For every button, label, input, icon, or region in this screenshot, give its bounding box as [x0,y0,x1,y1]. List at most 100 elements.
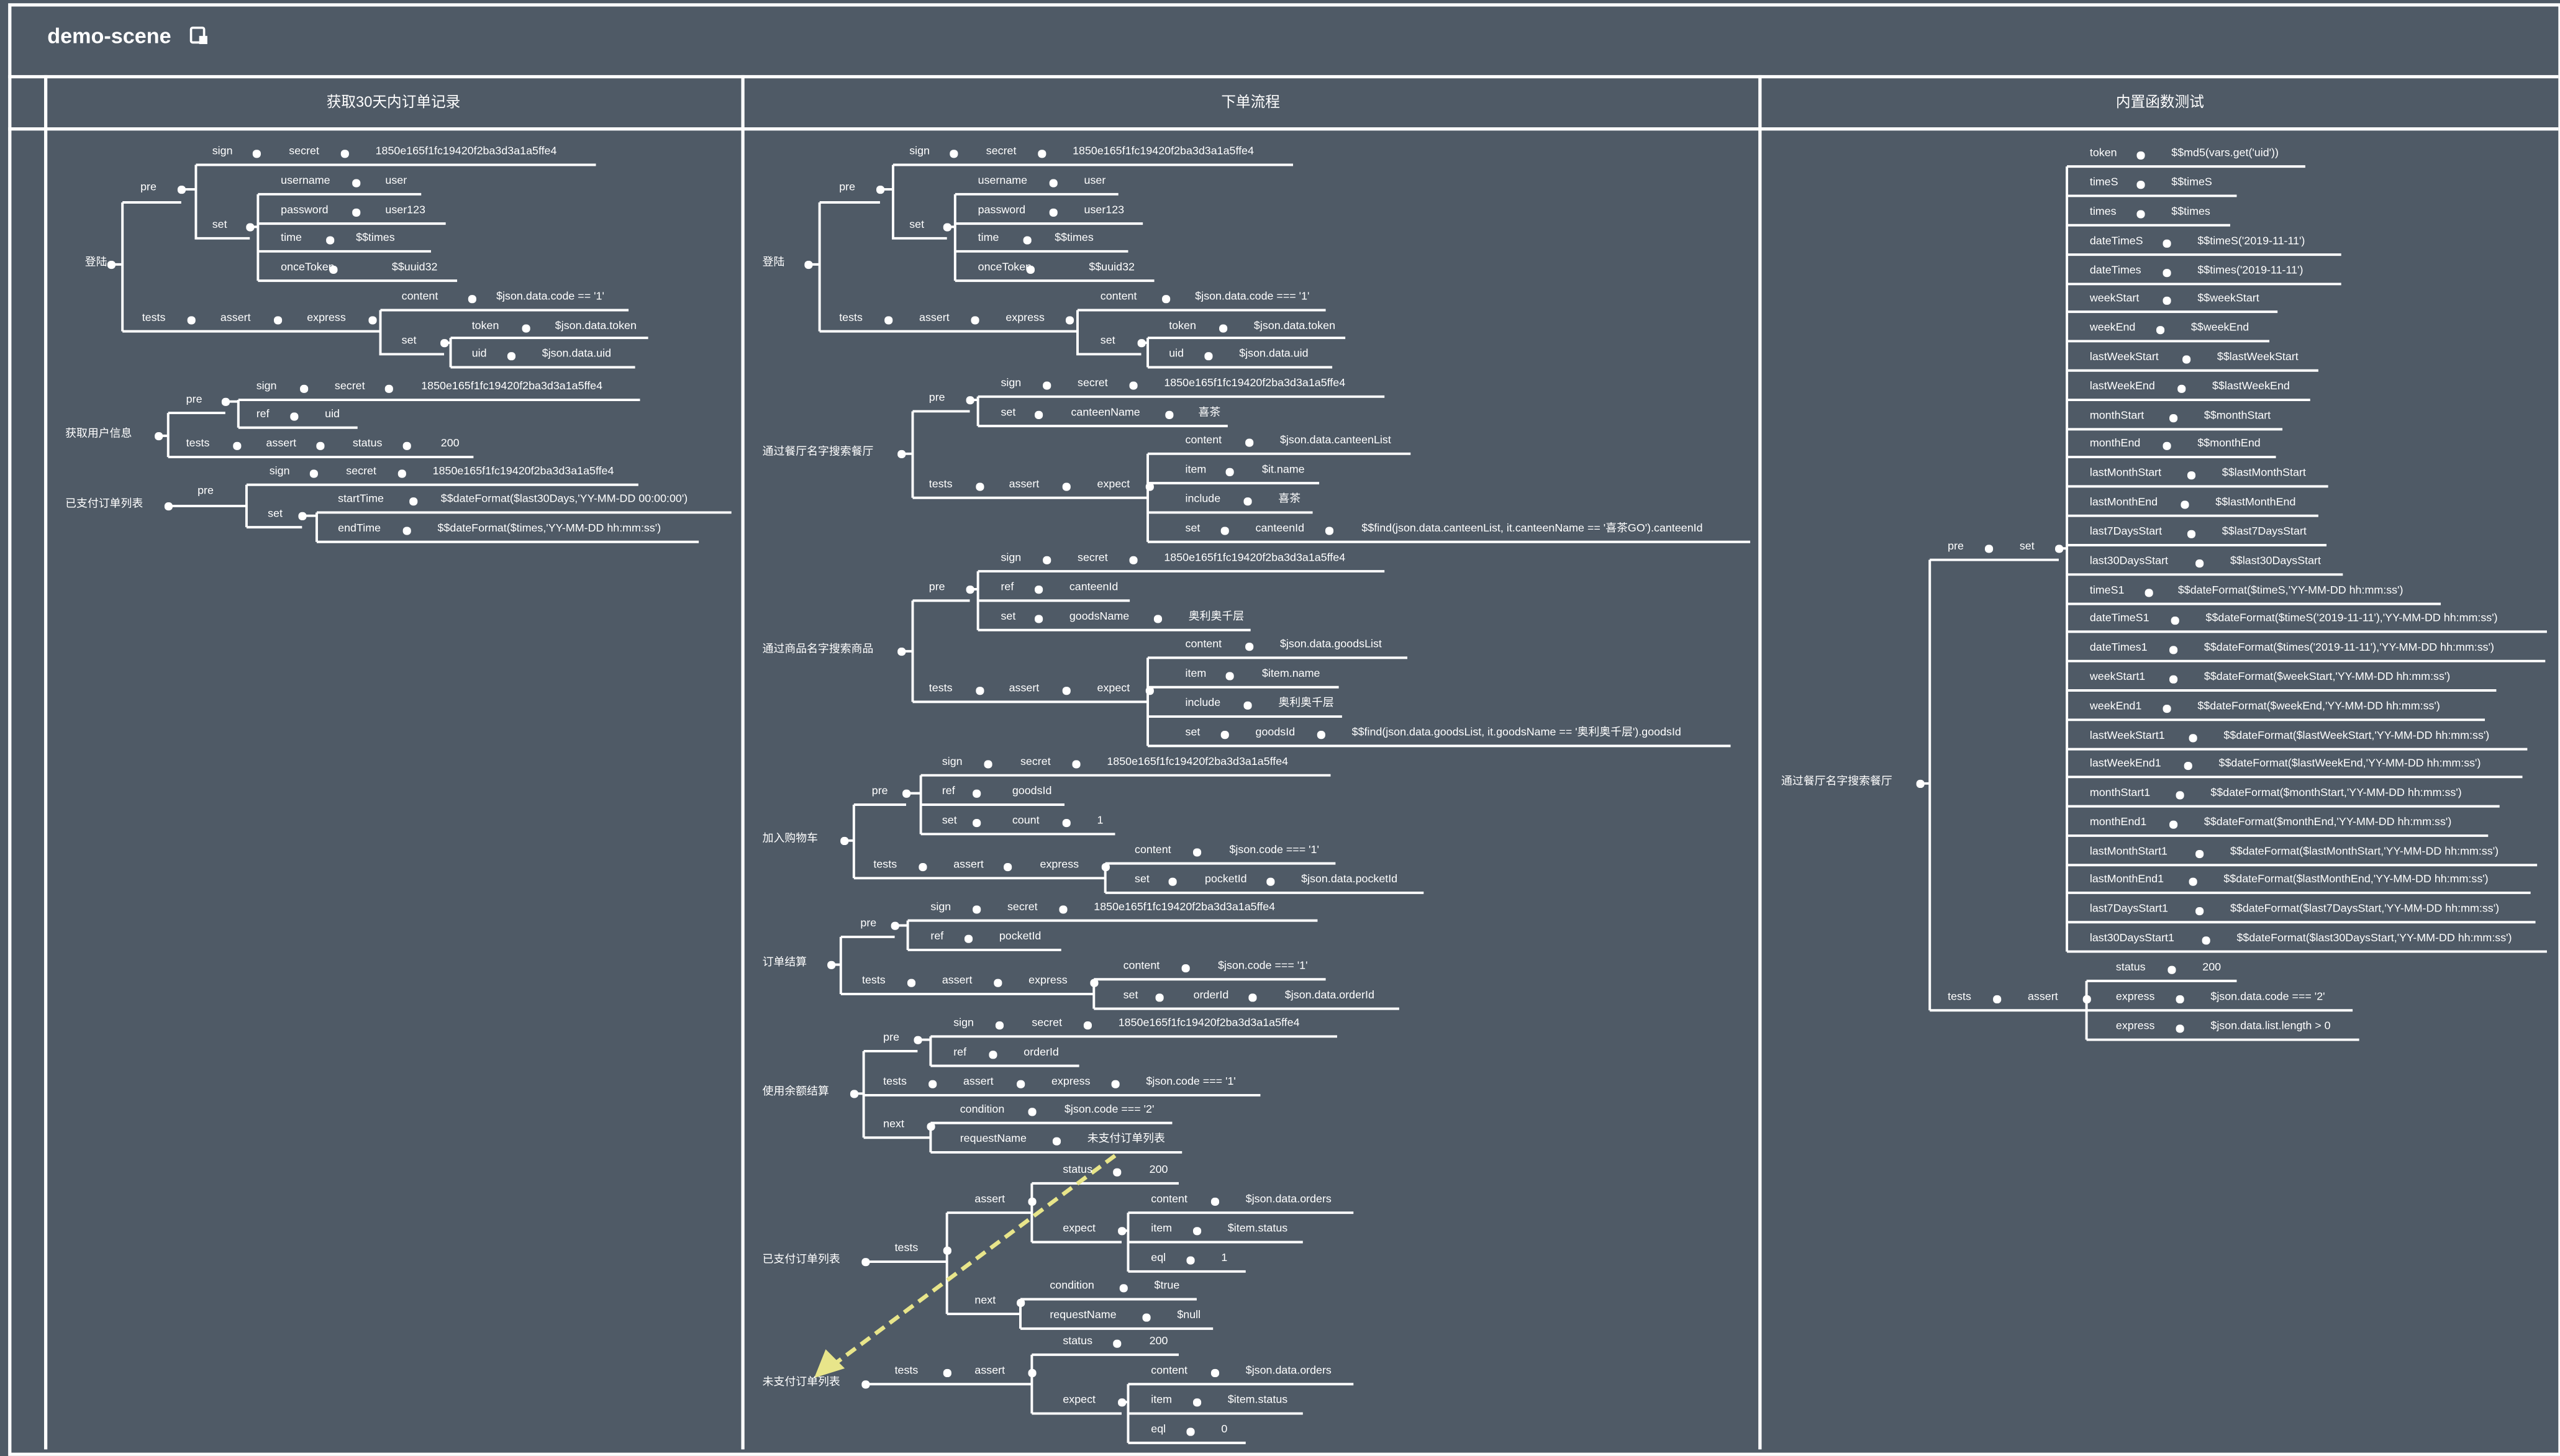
node-label[interactable]: set [1185,523,1201,535]
node-toggle-dot[interactable] [1043,381,1050,389]
node-toggle-dot[interactable] [1225,672,1233,680]
node-label[interactable]: $json.code === '1' [1146,1076,1236,1088]
node-toggle-dot[interactable] [2176,1024,2184,1033]
node-toggle-dot[interactable] [384,384,393,392]
node-label[interactable]: weekEnd1 [2089,701,2142,713]
node-toggle-dot[interactable] [1059,905,1067,913]
node-toggle-dot[interactable] [2169,646,2177,654]
node-label[interactable]: 1850e165f1fc19420f2ba3d3a1a5ffe4 [1164,378,1346,390]
node-label[interactable]: set [268,509,283,520]
node-label[interactable]: pre [860,918,877,930]
node-toggle-dot[interactable] [273,316,281,324]
node-label[interactable]: secret [1007,902,1038,914]
node-label[interactable]: $json.data.code === '2' [2210,992,2325,1003]
node-label[interactable]: tests [839,312,863,325]
node-label[interactable]: express [307,312,346,325]
node-label[interactable]: content [1123,961,1160,972]
node-label[interactable]: 200 [1149,1164,1168,1177]
node-label[interactable]: 1850e165f1fc19420f2ba3d3a1a5ffe4 [1107,756,1289,769]
node-label[interactable]: pre [186,394,202,406]
node-label[interactable]: $$dateFormat($weekEnd,'YY-MM-DD hh:mm:ss… [2197,701,2440,713]
node-toggle-dot[interactable] [1162,295,1169,302]
node-toggle-dot[interactable] [1062,687,1070,694]
node-toggle-dot[interactable] [950,150,958,158]
node-label[interactable]: condition [960,1104,1005,1116]
node-label[interactable]: sign [256,381,277,393]
node-label[interactable]: dateTimes1 [2089,642,2148,654]
node-label[interactable]: sign [212,146,233,158]
node-label[interactable]: pre [839,182,856,194]
node-toggle-dot[interactable] [840,836,848,844]
node-label[interactable]: canteenId [1069,582,1119,594]
node-label[interactable]: assert [919,312,950,325]
node-label[interactable]: onceToken [281,262,335,274]
node-label[interactable]: lastMonthEnd1 [2089,874,2164,886]
node-toggle-dot[interactable] [1210,1197,1219,1205]
node-label[interactable]: $json.data.list.length > 0 [2210,1021,2331,1033]
node-label[interactable]: secret [289,146,319,158]
node-toggle-dot[interactable] [919,862,927,870]
node-label[interactable]: dateTimes [2089,265,2141,277]
node-label[interactable]: assert [220,312,251,325]
node-label[interactable]: $$timeS [2171,177,2212,189]
node-toggle-dot[interactable] [1049,208,1057,216]
node-toggle-dot[interactable] [1035,410,1042,418]
node-toggle-dot[interactable] [177,186,185,193]
node-label[interactable]: tests [883,1076,907,1088]
node-label[interactable]: status [1063,1336,1093,1348]
node-toggle-dot[interactable] [2182,355,2190,363]
node-label[interactable]: set [2019,541,2035,553]
node-label[interactable]: $$last7DaysStart [2222,527,2307,538]
node-label[interactable]: $json.data.orders [1245,1365,1332,1377]
node-label[interactable]: $$times('2019-11-11') [2197,265,2304,277]
node-label[interactable]: last30DaysStart [2089,556,2169,567]
node-label[interactable]: set [212,219,227,232]
node-toggle-dot[interactable] [2195,849,2203,857]
node-label[interactable]: content [1151,1365,1187,1377]
node-toggle-dot[interactable] [971,316,979,324]
node-toggle-dot[interactable] [1168,877,1176,885]
node-label[interactable]: content [1151,1194,1187,1206]
node-label[interactable]: weekStart [2089,293,2140,305]
node-label[interactable]: $item.name [1262,668,1320,681]
node-toggle-dot[interactable] [1035,615,1042,623]
node-label[interactable]: express [1040,859,1079,871]
node-toggle-dot[interactable] [468,295,476,302]
node-toggle-dot[interactable] [966,586,974,593]
node-toggle-dot[interactable] [928,1080,936,1088]
node-toggle-dot[interactable] [1118,1227,1125,1235]
node-label[interactable]: goodsId [1012,786,1052,798]
node-toggle-dot[interactable] [1317,731,1325,738]
node-toggle-dot[interactable] [440,339,448,346]
node-toggle-dot[interactable] [340,150,348,158]
node-label[interactable]: tests [1948,992,1971,1003]
node-toggle-dot[interactable] [164,502,172,510]
node-toggle-dot[interactable] [1083,1021,1091,1029]
node-label[interactable]: 奥利奥千层 [1188,611,1245,623]
node-label[interactable]: status [2115,962,2146,974]
node-label[interactable]: 1850e165f1fc19420f2ba3d3a1a5ffe4 [421,381,603,393]
node-label[interactable]: assert [2027,992,2058,1003]
node-toggle-dot[interactable] [1204,352,1212,359]
node-toggle-dot[interactable] [976,482,984,491]
node-label[interactable]: pre [928,392,945,404]
node-toggle-dot[interactable] [943,1368,951,1377]
node-label[interactable]: pre [140,182,157,194]
node-label[interactable]: 未支付订单列表 [762,1377,840,1389]
node-toggle-dot[interactable] [876,186,884,193]
node-toggle-dot[interactable] [1062,819,1070,826]
node-label[interactable]: $json.data.uid [542,348,612,360]
node-toggle-dot[interactable] [1119,1284,1127,1292]
node-label[interactable]: user [385,175,407,188]
node-label[interactable]: $$lastWeekEnd [2212,381,2290,393]
node-label[interactable]: $$uuid32 [391,262,438,274]
node-label[interactable]: $json.data.code === '1' [1195,291,1310,303]
node-label[interactable]: $$dateFormat($last30Days,'YY-MM-DD 00:00… [440,494,688,505]
node-label[interactable]: 通过餐厅名字搜索餐厅 [762,446,874,458]
node-toggle-dot[interactable] [2156,326,2164,333]
node-label[interactable]: $$dateFormat($times,'YY-MM-DD hh:mm:ss') [437,523,661,535]
node-label[interactable]: pre [197,486,214,497]
node-label[interactable]: 1850e165f1fc19420f2ba3d3a1a5ffe4 [432,466,614,478]
node-label[interactable]: content [1185,435,1222,447]
node-label[interactable]: $$lastMonthEnd [2215,497,2296,509]
